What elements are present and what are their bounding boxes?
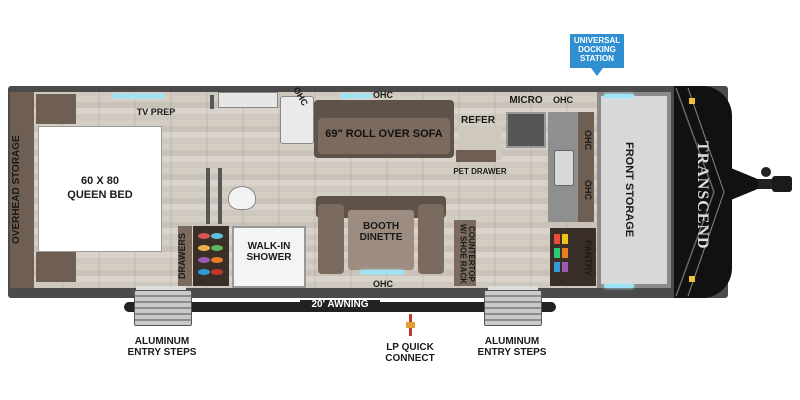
- pantry-label: PANTRY: [583, 240, 593, 276]
- entry-door-right: [488, 286, 538, 292]
- walk-in-shower: [232, 226, 306, 288]
- window-front-storage-bottom: [604, 284, 634, 288]
- entry-steps-left: [134, 290, 192, 326]
- universal-docking-station-badge: UNIVERSAL DOCKING STATION: [570, 34, 624, 76]
- lp-quick-connect-label: LP QUICK CONNECT: [385, 342, 435, 364]
- pet-drawer: [456, 150, 496, 162]
- countertop-label: COUNTERTOP W/ SHOE RACK: [458, 224, 476, 284]
- bed-name-label: QUEEN BED: [67, 189, 133, 201]
- pet-drawer-label: PET DRAWER: [453, 167, 507, 176]
- microwave: [506, 112, 546, 148]
- brand-text: TRANSCEND: [694, 140, 711, 250]
- ohc-dinette-label: OHC: [373, 279, 393, 289]
- ohc-micro-label: OHC: [553, 95, 573, 105]
- window-front-storage-top: [604, 94, 634, 98]
- entry-door-left: [136, 286, 186, 292]
- booth-dinette-label: BOOTH DINETTE: [359, 221, 403, 243]
- dinette-seat-left: [318, 204, 344, 274]
- wardrobe-top: [218, 92, 278, 108]
- ohc-front-label-1: OHC: [583, 130, 593, 150]
- ohc-front-label-2: OHC: [583, 180, 593, 200]
- tv-prep-label: TV PREP: [136, 107, 176, 117]
- sofa-label: 69" ROLL OVER SOFA: [325, 128, 443, 140]
- micro-label: MICRO: [509, 95, 543, 106]
- awning-label: 20' AWNING: [300, 299, 380, 311]
- dinette-table: [348, 210, 414, 270]
- lp-fitting: [406, 322, 415, 328]
- sofa-cushion: [318, 118, 450, 154]
- drawers: [178, 226, 192, 286]
- refer-label: REFER: [461, 115, 495, 126]
- drawers-label: DRAWERS: [177, 233, 187, 280]
- front-storage: [597, 92, 671, 288]
- entry-steps-left-label: ALUMINUM ENTRY STEPS: [127, 336, 197, 358]
- queen-bed: [38, 126, 162, 252]
- shoe-rack-items: [198, 233, 223, 275]
- entry-steps-right: [484, 290, 542, 326]
- window-bedroom: [112, 94, 164, 98]
- front-storage-label: FRONT STORAGE: [623, 142, 635, 238]
- overhead-storage: [10, 92, 34, 288]
- bath-wall-1: [206, 168, 210, 224]
- overhead-storage-label: OVERHEAD STORAGE: [11, 135, 22, 245]
- bedroom-divider-top: [210, 95, 214, 109]
- countertop-shoe-rack: [454, 220, 476, 286]
- window-sofa: [340, 94, 372, 98]
- nightstand-top: [36, 94, 76, 124]
- pantry-items: [554, 234, 568, 272]
- marker-light-top: [689, 98, 695, 104]
- dinette-seat-right: [418, 204, 444, 274]
- entry-steps-right-label: ALUMINUM ENTRY STEPS: [477, 336, 547, 358]
- nightstand-bottom: [36, 252, 76, 282]
- window-dinette: [360, 270, 404, 274]
- ohc-front-cabinet: [578, 112, 594, 222]
- walk-in-shower-label: WALK-IN SHOWER: [246, 241, 292, 263]
- marker-light-bottom: [689, 276, 695, 282]
- sink: [280, 96, 314, 144]
- hitch: [726, 166, 792, 202]
- front-cap-stripes: [675, 87, 725, 297]
- bath-wall-2: [218, 168, 222, 224]
- kitchen-sink: [554, 150, 574, 186]
- front-cap: [674, 86, 732, 298]
- toilet: [228, 186, 256, 210]
- universal-docking-station-label: UNIVERSAL DOCKING STATION: [573, 36, 621, 63]
- ohc-sofa-label: OHC: [373, 90, 393, 100]
- bed-size-label: 60 x 80: [81, 175, 119, 187]
